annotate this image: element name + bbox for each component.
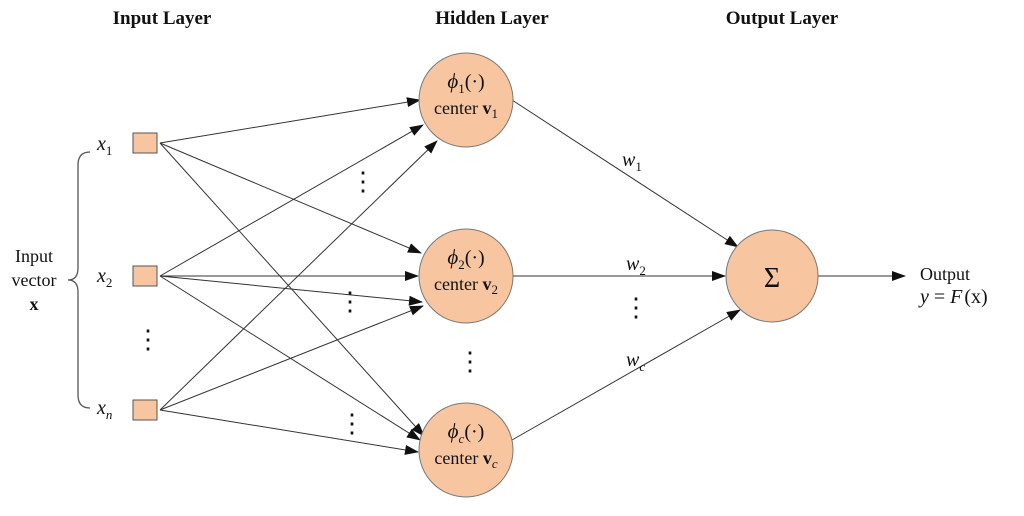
- svg-text:ϕc(·): ϕc(·): [448, 419, 485, 446]
- input-node-x1: x1: [96, 132, 158, 158]
- hidden-center-sub-c: c: [492, 456, 498, 471]
- svg-text:ϕ1(·): ϕ1(·): [447, 69, 484, 96]
- edge-ellipsis-mid: ⋮: [337, 287, 363, 316]
- hidden-phi-sub-1: 1: [458, 81, 465, 96]
- output-word: Output: [920, 264, 970, 284]
- input-vector-label-line2: vector: [12, 270, 57, 290]
- output-layer-header: Output Layer: [726, 8, 839, 29]
- edge-x2-h2b: [159, 275, 423, 306]
- svg-text:w1: w1: [622, 149, 642, 174]
- svg-text:x1: x1: [96, 133, 112, 158]
- edge-x1-h1: [159, 97, 421, 144]
- output-eq: =: [934, 286, 945, 308]
- hidden-layer-header: Hidden Layer: [435, 8, 549, 29]
- input-sub-x1: 1: [106, 143, 113, 158]
- hidden-phi-2: ϕ: [447, 245, 458, 269]
- hidden-node-c: ϕc(·) center vc: [418, 402, 514, 498]
- edge-ellipsis-top: ⋮: [350, 167, 376, 196]
- svg-text:center v1: center v1: [434, 98, 498, 121]
- hidden-node-1: ϕ1(·) center v1: [418, 52, 514, 148]
- weight-sub-2: 2: [639, 263, 646, 278]
- hidden-center-word-c: center: [434, 448, 478, 468]
- sum-symbol: Σ: [764, 263, 780, 294]
- edge-xn-hc: [159, 409, 419, 455]
- input-box-x1: [132, 132, 158, 154]
- hidden-phi-sub-c: c: [459, 431, 465, 446]
- hidden-phi-c: ϕ: [448, 419, 459, 443]
- hidden-circle-c: [418, 402, 514, 498]
- hidden-center-var-2: v: [482, 274, 491, 294]
- hidden-center-var-1: v: [482, 98, 491, 118]
- hidden-center-sub-2: 2: [491, 282, 498, 297]
- hidden-phi-1: ϕ: [447, 69, 458, 93]
- weight-var-2: w: [626, 253, 640, 275]
- output-sum-node: Σ: [725, 229, 819, 323]
- input-box-x2: [132, 265, 158, 287]
- input-node-xn: xn: [96, 397, 158, 422]
- input-sub-x2: 2: [106, 275, 113, 290]
- hidden-ellipsis: ⋮: [457, 347, 483, 376]
- edge-xn-h2: [159, 305, 424, 411]
- input-var-x2: x: [96, 265, 106, 287]
- edge-ellipsis-bottom: ⋮: [339, 409, 365, 438]
- weight-sub-1: 1: [635, 159, 642, 174]
- output-func: F: [949, 286, 963, 308]
- weight-ellipsis: ⋮: [623, 293, 649, 322]
- input-layer-header: Input Layer: [113, 8, 212, 29]
- svg-text:ϕ2(·): ϕ2(·): [447, 245, 484, 272]
- weight-var-c: w: [626, 349, 640, 371]
- svg-text:center v2: center v2: [434, 274, 498, 297]
- sum-circle: [725, 229, 819, 323]
- hidden-phi-arg-1: (·): [465, 71, 485, 93]
- input-to-hidden-edges: [159, 97, 438, 455]
- weight-var-1: w: [622, 149, 636, 171]
- hidden-node-2: ϕ2(·) center v2: [418, 228, 514, 324]
- input-box-xn: [132, 399, 158, 421]
- input-vector-brace: [67, 151, 91, 409]
- edge-hc-sum: [511, 309, 741, 441]
- output-arg: (x): [964, 286, 987, 308]
- edge-x2-h1: [159, 124, 424, 277]
- hidden-center-word-2: center: [434, 274, 478, 294]
- hidden-to-output-edges: [511, 99, 906, 441]
- weight-sub-c: c: [639, 359, 645, 374]
- output-lhs: y: [918, 286, 929, 308]
- hidden-center-sub-1: 1: [491, 106, 498, 121]
- hidden-center-var-c: v: [483, 448, 492, 468]
- svg-text:wc: wc: [626, 349, 645, 374]
- hidden-center-word-1: center: [434, 98, 478, 118]
- hidden-phi-sub-2: 2: [458, 257, 465, 272]
- svg-text:x2: x2: [96, 265, 112, 290]
- input-ellipsis: ⋮: [135, 325, 161, 354]
- svg-text:y = F(x): y = F(x): [918, 286, 988, 308]
- edge-x1-h2: [159, 142, 422, 254]
- edge-xn-h1: [159, 140, 438, 411]
- hidden-circle-2: [418, 228, 514, 324]
- input-var-xn: x: [96, 397, 106, 419]
- hidden-phi-arg-2: (·): [465, 247, 485, 269]
- input-var-x1: x: [96, 133, 106, 155]
- hidden-phi-arg-c: (·): [464, 421, 484, 443]
- edge-h1-sum: [511, 99, 739, 248]
- svg-text:w2: w2: [626, 253, 646, 278]
- svg-text:xn: xn: [96, 397, 112, 422]
- input-node-x2: x2: [96, 265, 158, 290]
- input-sub-xn: n: [106, 407, 113, 422]
- hidden-circle-1: [418, 52, 514, 148]
- svg-text:center vc: center vc: [434, 448, 497, 471]
- input-vector-label-line1: Input: [15, 246, 53, 266]
- edge-x2-hc: [159, 275, 421, 441]
- input-vector-symbol: x: [30, 294, 39, 314]
